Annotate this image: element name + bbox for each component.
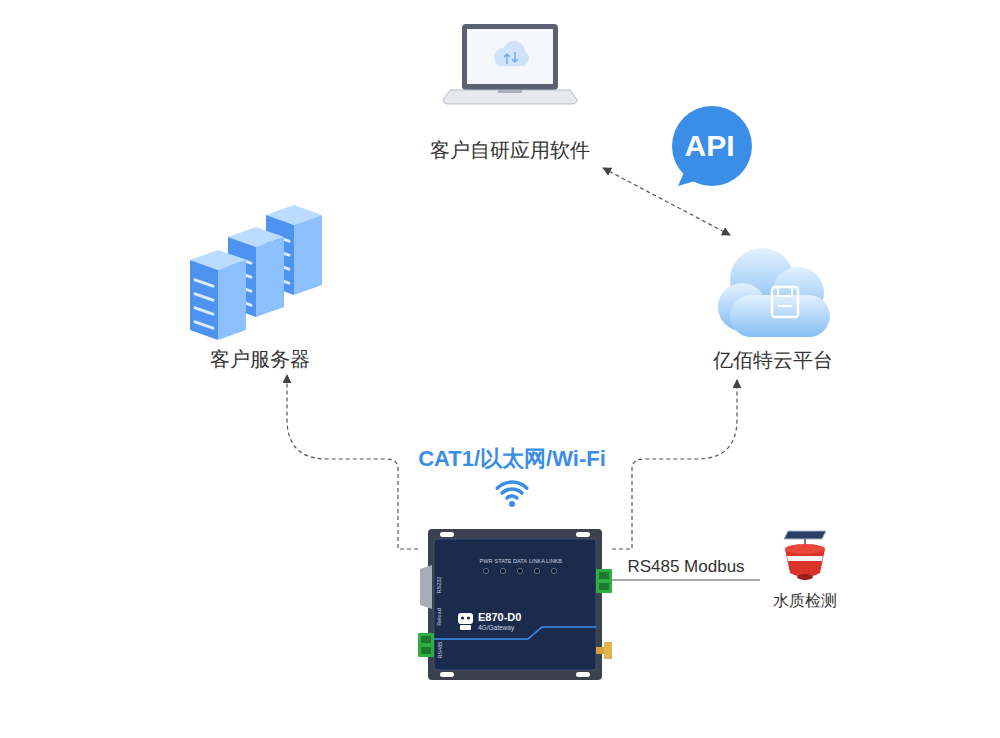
button-label: Reload <box>437 608 443 625</box>
gateway-node: E870-D04G/Gateway <box>418 527 612 682</box>
gateway-device-part <box>599 583 609 590</box>
node-label: API <box>684 128 734 164</box>
laptop-icon-part <box>462 24 558 90</box>
gateway-device-part-part <box>460 625 471 630</box>
gateway-device-part <box>434 627 596 639</box>
server-icon-part-part <box>218 260 246 340</box>
laptop-icon-part <box>504 52 518 64</box>
server-icon-part <box>190 250 246 340</box>
cloud-icon-part <box>772 287 798 317</box>
gateway-device-part <box>428 529 602 680</box>
text-group: 亿佰特云平台 <box>690 348 855 372</box>
server-icon-part-part <box>190 260 218 340</box>
dashed-arrow <box>287 375 418 549</box>
gateway-device-part-part <box>458 613 473 624</box>
gateway-device-part <box>421 636 431 643</box>
wifi-dot <box>509 501 515 507</box>
water-sensor-icon-part <box>787 556 823 561</box>
text-group: API <box>662 128 757 164</box>
gateway-device-part <box>418 633 434 657</box>
gateway-device-part <box>420 565 432 609</box>
port-label: RS232 <box>437 577 443 594</box>
water-sensor-icon-part <box>785 544 825 554</box>
cloud-icon-part <box>778 287 792 296</box>
sensor-node: 水质检测 <box>760 525 850 620</box>
speech-bubble-part <box>672 106 752 186</box>
gateway-device-part-part <box>551 568 556 573</box>
laptop-icon-part-part <box>495 56 527 66</box>
led-label: LINKA <box>529 559 545 565</box>
led-label: DATA <box>513 559 527 565</box>
server-icon-part-part-part <box>195 294 213 300</box>
gateway-device-part <box>599 572 609 579</box>
wifi-symbol-part <box>502 489 522 493</box>
gateway-device-part <box>576 672 590 677</box>
node-label: E870-D0 <box>478 611 521 624</box>
wifi-symbol-part <box>507 496 517 498</box>
wifi-symbol-part <box>497 482 527 488</box>
gateway-device-part <box>440 532 454 537</box>
cloud-icon-part <box>718 248 830 337</box>
server-icon-part-part-part <box>195 322 213 328</box>
led-label: STATE <box>495 559 512 565</box>
gateway-device-part <box>458 613 473 630</box>
server-icon-part-part <box>256 237 284 317</box>
server-icon-part-part-part <box>195 280 213 286</box>
text-group: E870-D04G/Gateway <box>478 611 612 632</box>
laptop-icon-part <box>443 90 577 104</box>
software-node: 客户自研应用软件 <box>405 20 615 168</box>
server-icon-part-part <box>294 215 322 295</box>
node-label: 客户服务器 <box>210 347 310 371</box>
water-sensor-icon-part <box>784 531 826 539</box>
gateway-device-part <box>483 568 556 573</box>
text-group: 客户自研应用软件 <box>405 138 615 162</box>
server-icon-part-part-part <box>195 308 213 314</box>
gateway-device-part-part <box>534 568 539 573</box>
gateway-device-part <box>421 647 431 654</box>
laptop-icon-part <box>498 90 522 93</box>
node-label: 水质检测 <box>773 591 837 610</box>
wifi-symbol <box>497 482 527 498</box>
gateway-device-part-part <box>500 568 505 573</box>
bus-line <box>612 580 760 581</box>
server-icon-part-part <box>195 280 213 328</box>
gateway-device <box>418 527 612 682</box>
led-label: PWR <box>480 559 493 565</box>
cloud-icon-part <box>778 305 792 307</box>
text-group: 水质检测 <box>760 591 850 610</box>
text-group: 客户服务器 <box>175 347 345 371</box>
cloud-node: 亿佰特云平台 <box>690 235 855 380</box>
gateway-device-part <box>596 569 612 593</box>
laptop-icon-part <box>467 29 553 84</box>
gateway-device-part <box>604 642 612 659</box>
led-label: LINKB <box>546 559 562 565</box>
network-label: CAT1/以太网/Wi-Fi <box>418 448 606 470</box>
port-label: RS485 <box>438 642 444 659</box>
water-sensor-icon-part <box>797 574 813 580</box>
node-label: 亿佰特云平台 <box>713 348 833 372</box>
gateway-device-part <box>440 672 454 677</box>
gateway-device-part <box>434 539 596 670</box>
gateway-device-part-part <box>483 568 488 573</box>
laptop-icon-part <box>494 41 529 66</box>
api-bubble: API <box>662 102 757 194</box>
node-label: 4G/Gateway <box>478 624 514 632</box>
gateway-device-part <box>576 532 590 537</box>
connector-label: RS485 Modbus <box>624 557 747 577</box>
gateway-device-part <box>467 616 470 619</box>
gateway-device-part-part <box>517 568 522 573</box>
server-node: 客户服务器 <box>175 195 345 375</box>
dashed-arrow <box>612 380 737 549</box>
node-label: 客户自研应用软件 <box>430 138 590 162</box>
gateway-device-part <box>461 616 464 619</box>
